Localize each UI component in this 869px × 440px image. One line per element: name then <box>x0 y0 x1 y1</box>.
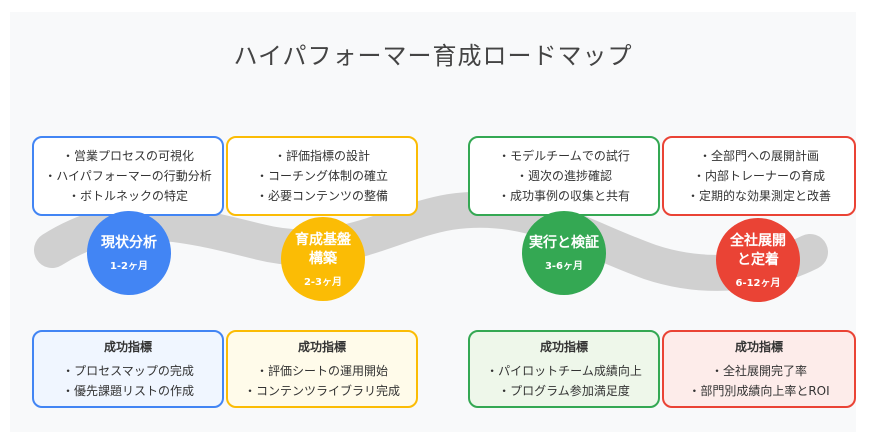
phase-4-marker: 全社展開 と定着 6-12ヶ月 <box>716 218 800 302</box>
phase-3-name: 実行と検証 <box>529 235 599 251</box>
phase-2-name: 育成基盤 構築 <box>295 231 351 267</box>
phase-2-kpi: ・コンテンツライブラリ完成 <box>243 384 400 398</box>
phase-3-marker: 実行と検証 3-6ヶ月 <box>522 211 606 295</box>
phase-1-duration: 1-2ヶ月 <box>109 261 149 272</box>
phase-3-kpi-title: 成功指標 <box>539 340 588 354</box>
phase-2-task: ・必要コンテンツの整備 <box>255 189 388 203</box>
phase-1-name: 現状分析 <box>101 235 157 251</box>
phase-3-kpi: ・パイロットチーム成績向上 <box>486 364 642 378</box>
phase-4-tasks-box: ・全部門への展開計画 ・内部トレーナーの育成 ・定期的な効果測定と改善 <box>662 136 856 216</box>
phase-1-kpi-box: 成功指標 ・プロセスマップの完成 ・優先課題リストの作成 <box>32 330 224 408</box>
phase-1-kpi: ・優先課題リストの作成 <box>61 384 194 398</box>
phase-3-kpi-box: 成功指標 ・パイロットチーム成績向上 ・プログラム参加満足度 <box>468 330 660 408</box>
phase-4-kpi-box: 成功指標 ・全社展開完了率 ・部門別成績向上率とROI <box>662 330 856 408</box>
phase-2-task: ・評価指標の設計 <box>273 149 370 163</box>
phase-3-tasks-box: ・モデルチームでの試行 ・週次の進捗確認 ・成功事例の収集と共有 <box>468 136 660 216</box>
phase-2-marker: 育成基盤 構築 2-3ヶ月 <box>281 217 365 301</box>
phase-1-task: ・ハイパフォーマーの行動分析 <box>44 169 212 183</box>
roadmap-canvas: ハイパフォーマー育成ロードマップ ・営業プロセスの可視化 ・ハイパフォーマーの行… <box>10 12 856 432</box>
phase-2-kpi: ・評価シートの運用開始 <box>255 364 388 378</box>
phase-1-kpi-title: 成功指標 <box>103 340 152 354</box>
phase-4-kpi: ・全社展開完了率 <box>710 364 807 378</box>
phase-3-kpi: ・プログラム参加満足度 <box>498 384 630 398</box>
phase-1-marker: 現状分析 1-2ヶ月 <box>87 211 171 295</box>
phase-3-task: ・成功事例の収集と共有 <box>497 189 630 203</box>
phase-4-task: ・内部トレーナーの育成 <box>692 169 825 183</box>
page-title: ハイパフォーマー育成ロードマップ <box>233 42 633 70</box>
phase-2-task: ・コーチング体制の確立 <box>255 169 388 183</box>
phase-4-name: 全社展開 と定着 <box>730 232 786 268</box>
phase-1-tasks-box: ・営業プロセスの可視化 ・ハイパフォーマーの行動分析 ・ボトルネックの特定 <box>32 136 224 216</box>
road-path <box>34 191 828 291</box>
phase-2-tasks-box: ・評価指標の設計 ・コーチング体制の確立 ・必要コンテンツの整備 <box>226 136 418 216</box>
phase-4-duration: 6-12ヶ月 <box>735 277 781 289</box>
phase-4-task: ・定期的な効果測定と改善 <box>686 189 831 203</box>
phase-1-task: ・ボトルネックの特定 <box>67 189 188 203</box>
phase-2-duration: 2-3ヶ月 <box>303 276 343 288</box>
phase-1-kpi: ・プロセスマップの完成 <box>62 364 194 378</box>
phase-4-kpi: ・部門別成績向上率とROI <box>688 384 830 398</box>
phase-2-kpi-title: 成功指標 <box>297 340 346 354</box>
phase-3-duration: 3-6ヶ月 <box>544 261 584 272</box>
phase-3-task: ・週次の進捗確認 <box>515 169 612 183</box>
phase-3-task: ・モデルチームでの試行 <box>498 149 630 163</box>
phase-2-kpi-box: 成功指標 ・評価シートの運用開始 ・コンテンツライブラリ完成 <box>226 330 418 408</box>
phase-4-task: ・全部門への展開計画 <box>698 149 819 163</box>
phase-1-task: ・営業プロセスの可視化 <box>61 149 194 163</box>
phase-4-kpi-title: 成功指標 <box>734 340 783 354</box>
